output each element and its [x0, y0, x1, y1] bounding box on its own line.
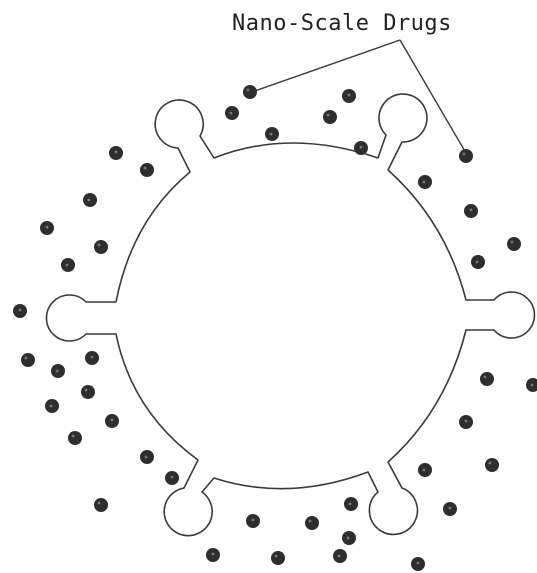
- nano-drug-particle: [81, 385, 95, 399]
- particle-texture: [72, 435, 75, 438]
- particle-texture: [327, 114, 330, 117]
- particle-texture: [470, 209, 473, 212]
- particle-texture: [56, 370, 59, 373]
- nano-drug-particle: [68, 431, 82, 445]
- particle-texture: [91, 356, 94, 359]
- particle-texture: [85, 389, 88, 392]
- nano-drug-particles: [13, 85, 537, 571]
- particle-texture: [489, 462, 492, 465]
- particle-texture: [145, 456, 148, 459]
- particle-texture: [463, 153, 466, 156]
- particle-texture: [449, 507, 452, 510]
- particle-texture: [98, 244, 101, 247]
- nano-drug-particle: [507, 237, 521, 251]
- particle-texture: [88, 199, 91, 202]
- particle-texture: [476, 261, 479, 264]
- nano-drug-particle: [305, 516, 319, 530]
- particle-texture: [347, 537, 350, 540]
- particle-texture: [484, 376, 487, 379]
- particle-texture: [309, 520, 312, 523]
- particle-texture: [171, 476, 174, 479]
- particle-texture: [360, 146, 363, 149]
- particle-texture: [275, 555, 278, 558]
- particle-texture: [348, 94, 351, 97]
- particle-texture: [111, 419, 114, 422]
- particle-texture: [115, 151, 118, 154]
- particle-texture: [349, 503, 352, 506]
- particle-texture: [465, 420, 468, 423]
- nano-drug-particle: [271, 551, 285, 565]
- particle-texture: [423, 181, 426, 184]
- nano-drug-particle: [243, 85, 257, 99]
- nano-drug-particle: [21, 353, 35, 367]
- particle-texture: [423, 469, 426, 472]
- particle-texture: [338, 555, 341, 558]
- nano-drug-particle: [459, 149, 473, 163]
- particle-texture: [230, 112, 233, 115]
- particle-texture: [531, 384, 534, 387]
- nano-drug-particle: [323, 110, 337, 124]
- particle-texture: [247, 89, 250, 92]
- leader-line-right: [400, 40, 466, 153]
- particle-texture: [417, 562, 420, 565]
- particle-texture: [212, 553, 215, 556]
- nano-drug-particle: [480, 372, 494, 386]
- nano-drug-particle: [140, 163, 154, 177]
- particle-texture: [66, 264, 69, 267]
- particle-texture: [98, 502, 101, 505]
- particle-texture: [46, 226, 49, 229]
- nano-scale-drugs-label: Nano-Scale Drugs: [232, 11, 452, 36]
- leader-line-left: [252, 40, 400, 92]
- particle-texture: [19, 309, 22, 312]
- particle-texture: [252, 519, 255, 522]
- particle-texture: [50, 405, 53, 408]
- nano-drug-particle: [94, 240, 108, 254]
- particle-texture: [270, 133, 273, 136]
- nano-drug-particle: [94, 498, 108, 512]
- nano-drug-particle: [485, 458, 499, 472]
- label-leader-lines: [252, 40, 466, 153]
- particle-texture: [25, 357, 28, 360]
- particle-texture: [511, 241, 514, 244]
- particle-texture: [144, 167, 147, 170]
